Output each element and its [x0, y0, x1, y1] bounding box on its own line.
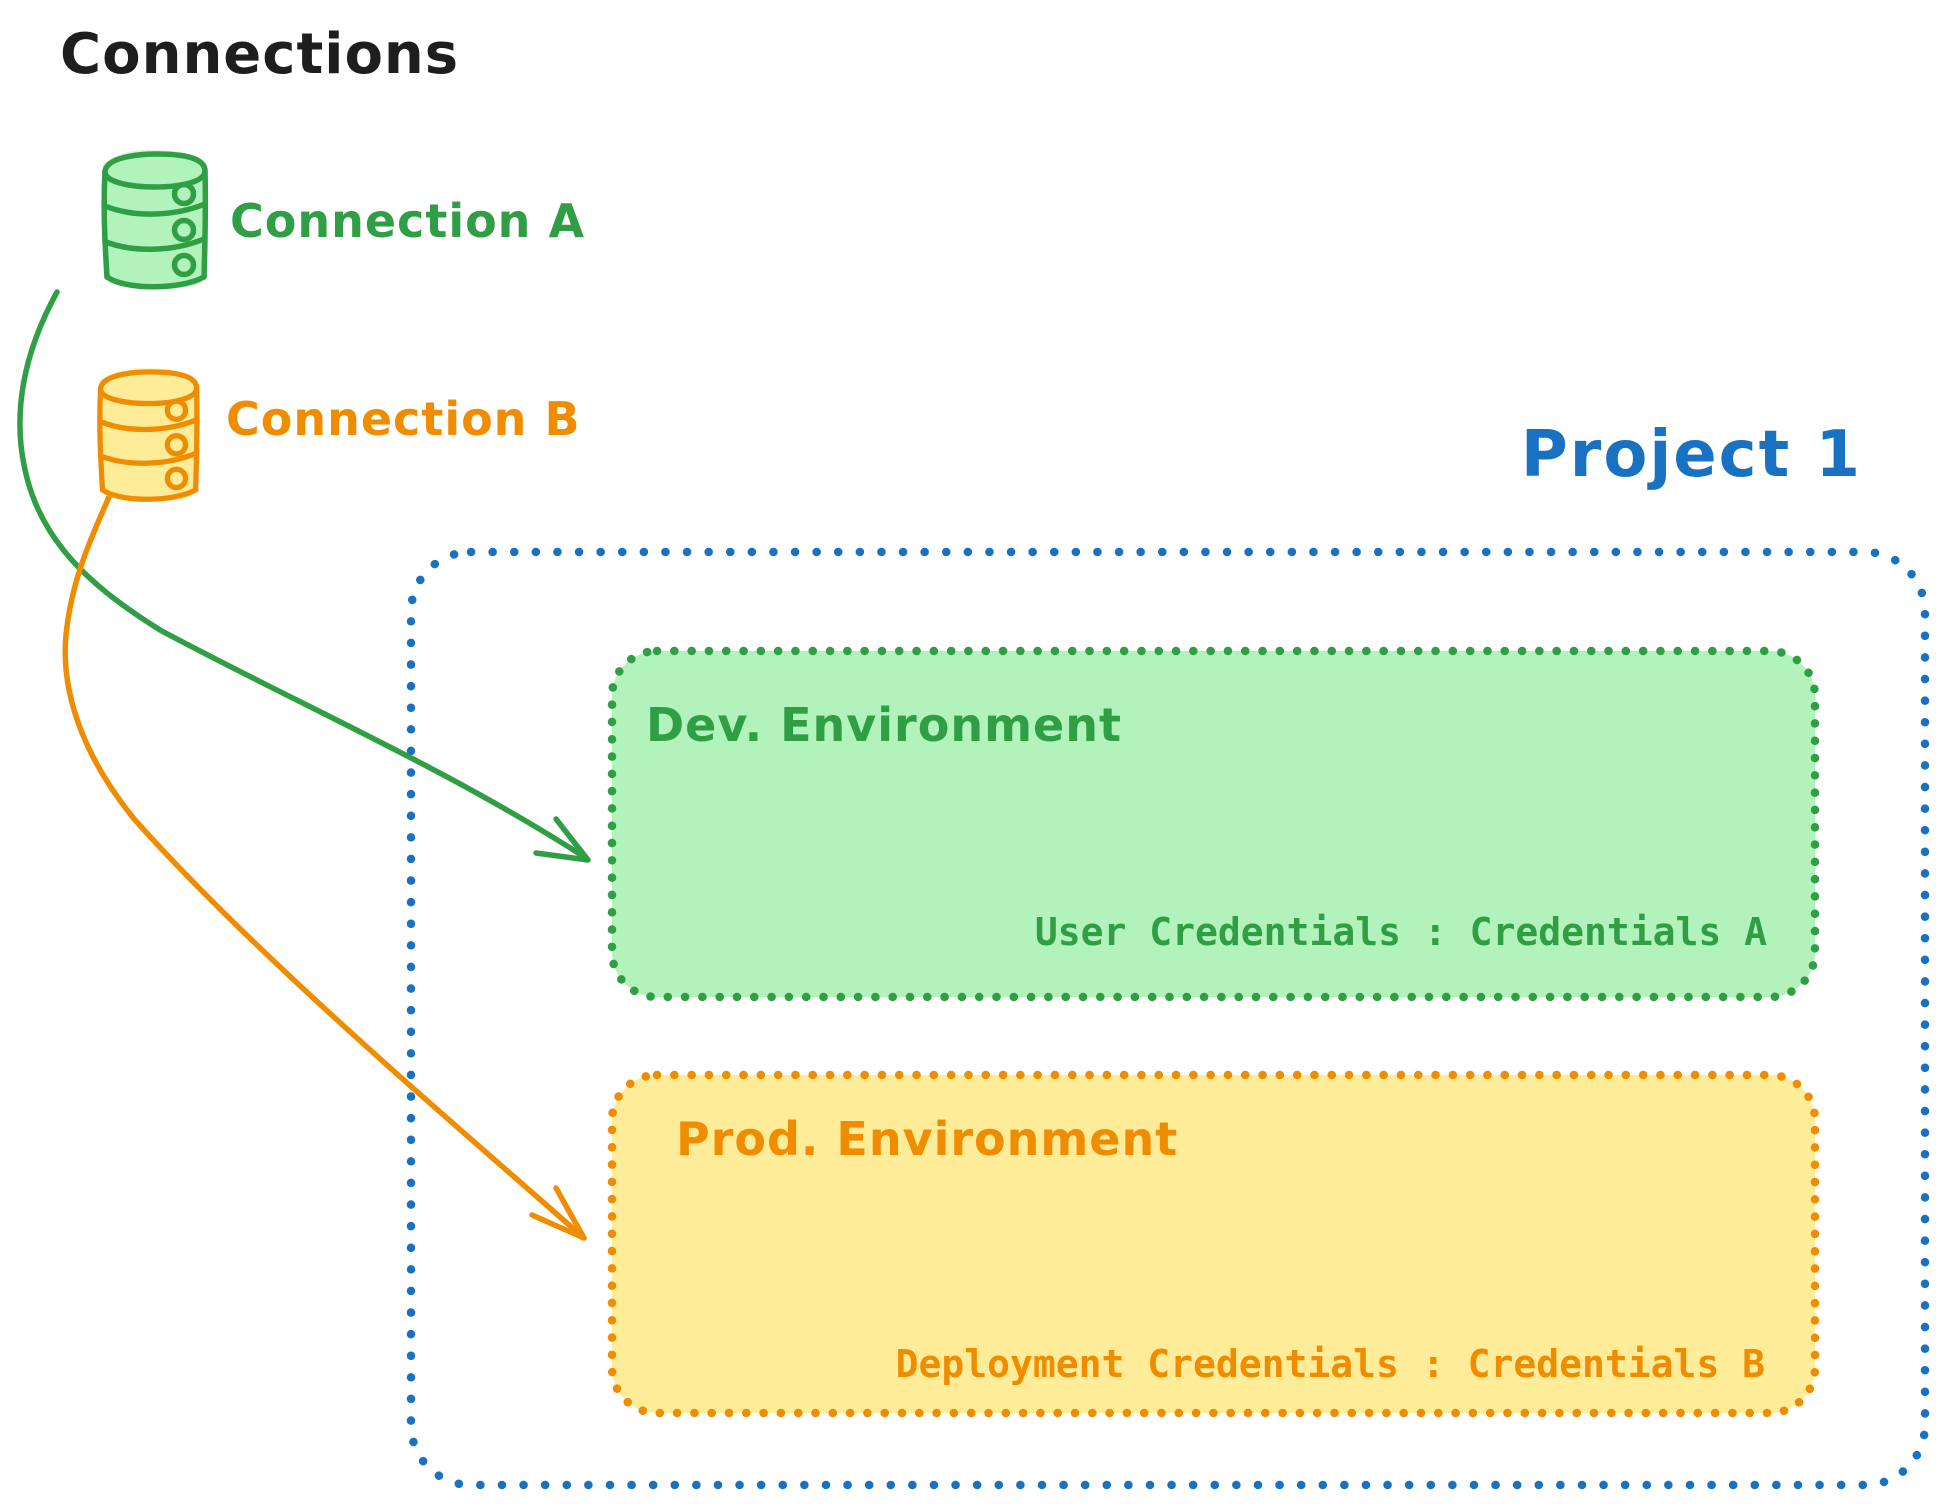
diagram-title: Connections — [60, 22, 460, 87]
connection-b-label: Connection B — [226, 392, 581, 446]
dev-environment-title: Dev. Environment — [646, 698, 1122, 752]
prod-environment-credentials: Deployment Credentials : Credentials B — [895, 1342, 1765, 1386]
database-icon-connection-b — [99, 368, 199, 502]
project-1-label: Project 1 — [1520, 418, 1862, 492]
arrow-connection-b-to-prod — [62, 487, 587, 1241]
dev-environment-credentials: User Credentials : Credentials A — [1034, 910, 1767, 954]
database-icon-connection-a — [103, 150, 207, 289]
project-1-box — [406, 547, 1930, 1490]
arrow-connection-a-to-dev — [17, 289, 591, 863]
connection-a-label: Connection A — [230, 194, 586, 248]
prod-environment-title: Prod. Environment — [676, 1112, 1179, 1166]
dev-environment-box — [607, 646, 1820, 1002]
prod-environment-box — [607, 1070, 1820, 1418]
